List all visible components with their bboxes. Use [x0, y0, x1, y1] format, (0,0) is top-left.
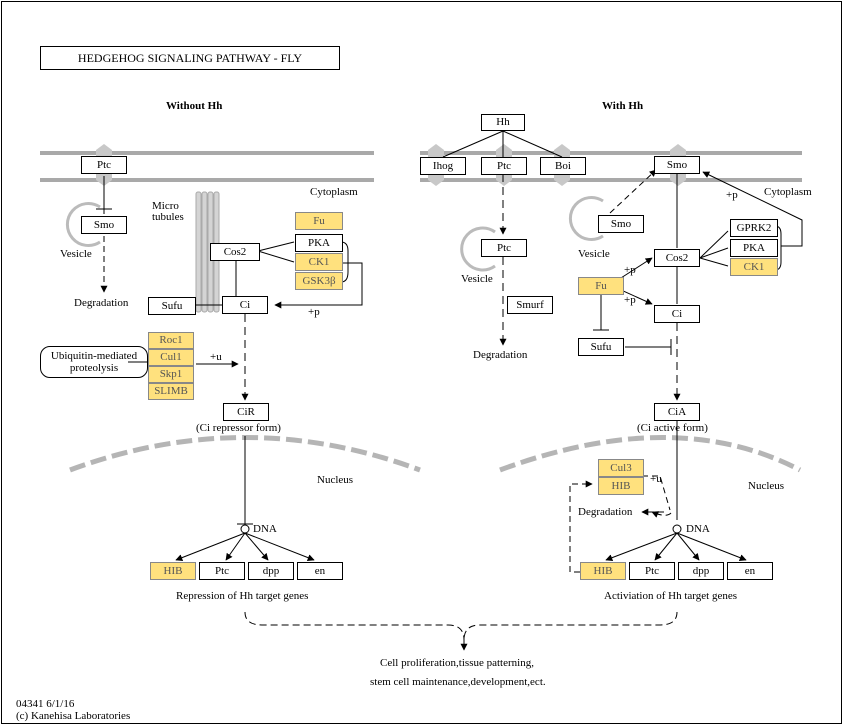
ubiquitination-label-right: +u	[650, 473, 662, 485]
left-edges	[96, 176, 363, 561]
footer-copyright: (c) Kanehisa Laboratories	[16, 710, 131, 722]
node-ptc-left[interactable]: Ptc	[81, 156, 127, 174]
node-hh[interactable]: Hh	[481, 114, 525, 131]
node-sufu-right[interactable]: Sufu	[578, 338, 624, 356]
phosphorylation-label-left: +p	[308, 306, 320, 318]
vesicle-label-left: Vesicle	[60, 248, 92, 260]
node-ptc-vesicle[interactable]: Ptc	[481, 239, 527, 257]
right-panel-title: With Hh	[602, 100, 644, 112]
dna-label-left: DNA	[253, 523, 277, 535]
nucleus-label-left: Nucleus	[317, 474, 354, 486]
node-boi[interactable]: Boi	[540, 157, 586, 175]
cell-membranes	[40, 151, 802, 182]
node-ptc-right[interactable]: Ptc	[481, 157, 527, 175]
node-fu-right[interactable]: Fu	[578, 277, 624, 295]
node-sufu-left[interactable]: Sufu	[148, 297, 196, 315]
node-cul3[interactable]: Cul3	[598, 459, 644, 477]
node-ci-right[interactable]: Ci	[654, 305, 700, 323]
repression-label: Repression of Hh target genes	[176, 590, 309, 602]
node-ci-left[interactable]: Ci	[222, 296, 268, 314]
vesicle-label-right-2: Vesicle	[578, 248, 610, 260]
gene-en-right[interactable]: en	[727, 562, 773, 580]
dna-label-right: DNA	[686, 523, 710, 535]
map-title: HEDGEHOG SIGNALING PATHWAY - FLY	[40, 46, 340, 70]
microtubules-label-2: tubules	[152, 211, 184, 223]
vesicle-label-right-1: Vesicle	[461, 273, 493, 285]
node-pka-right[interactable]: PKA	[730, 239, 778, 257]
node-pka-left[interactable]: PKA	[295, 234, 343, 252]
ubiquitin-proteolysis-label: Ubiquitin-mediated proteolysis	[50, 350, 138, 374]
phosphorylation-label-gprk2: +p	[726, 189, 738, 201]
repressor-form-label: (Ci repressor form)	[196, 422, 281, 434]
node-gprk2[interactable]: GPRK2	[730, 219, 778, 237]
outcome-bracket	[244, 611, 678, 651]
gene-en-left[interactable]: en	[297, 562, 343, 580]
left-panel-title: Without Hh	[166, 100, 223, 112]
node-gsk3b-left[interactable]: GSK3β	[295, 272, 343, 290]
node-smo-left[interactable]: Smo	[81, 216, 127, 234]
node-ck1-left[interactable]: CK1	[295, 253, 343, 271]
gene-ptc-left[interactable]: Ptc	[199, 562, 245, 580]
degradation-label-left: Degradation	[74, 297, 129, 309]
phosphorylation-label-ci: +p	[624, 294, 636, 306]
cytoplasm-label-left: Cytoplasm	[310, 186, 358, 198]
node-cia[interactable]: CiA	[654, 403, 700, 421]
phosphorylation-label-cos2: +p	[624, 264, 636, 276]
degradation-label-right-1: Degradation	[473, 349, 528, 361]
vesicles	[65, 196, 604, 272]
degradation-label-right-2: Degradation	[578, 506, 633, 518]
cytoplasm-label-right: Cytoplasm	[764, 186, 812, 198]
right-edges	[442, 130, 803, 573]
nucleus-label-right: Nucleus	[748, 480, 785, 492]
node-cos2-left[interactable]: Cos2	[210, 243, 260, 261]
node-smurf[interactable]: Smurf	[507, 296, 553, 314]
node-ihog[interactable]: Ihog	[420, 157, 466, 175]
activiation-label: Activiation of Hh target genes	[604, 590, 737, 602]
gene-dpp-left[interactable]: dpp	[248, 562, 294, 580]
node-hib-right[interactable]: HIB	[598, 477, 644, 495]
ubiquitination-label-left: +u	[210, 351, 222, 363]
microtubules-label-1: Micro	[152, 200, 179, 212]
ubiquitin-proteolysis-box: Ubiquitin-mediated proteolysis	[40, 346, 148, 378]
nuclear-envelopes	[69, 435, 802, 473]
node-fu-left[interactable]: Fu	[295, 212, 343, 230]
node-ck1-right[interactable]: CK1	[730, 258, 778, 276]
gene-hib-left[interactable]: HIB	[150, 562, 196, 580]
outcome-line-2: stem cell maintenance,development,ect.	[370, 676, 546, 688]
active-form-label: (Ci active form)	[637, 422, 708, 434]
gene-dpp-right[interactable]: dpp	[678, 562, 724, 580]
node-roc1[interactable]: Roc1	[148, 332, 194, 349]
node-slimb[interactable]: SLIMB	[148, 383, 194, 400]
node-smo-vesicle[interactable]: Smo	[598, 215, 644, 233]
node-skp1[interactable]: Skp1	[148, 366, 194, 383]
footer-map-id: 04341 6/1/16	[16, 698, 75, 710]
gene-ptc-right[interactable]: Ptc	[629, 562, 675, 580]
node-cul1[interactable]: Cul1	[148, 349, 194, 366]
gene-hib-right[interactable]: HIB	[580, 562, 626, 580]
outcome-line-1: Cell proliferation,tissue patterning,	[380, 657, 534, 669]
node-cos2-right[interactable]: Cos2	[654, 249, 700, 267]
node-cir[interactable]: CiR	[223, 403, 269, 421]
node-smo-membrane[interactable]: Smo	[654, 156, 700, 174]
